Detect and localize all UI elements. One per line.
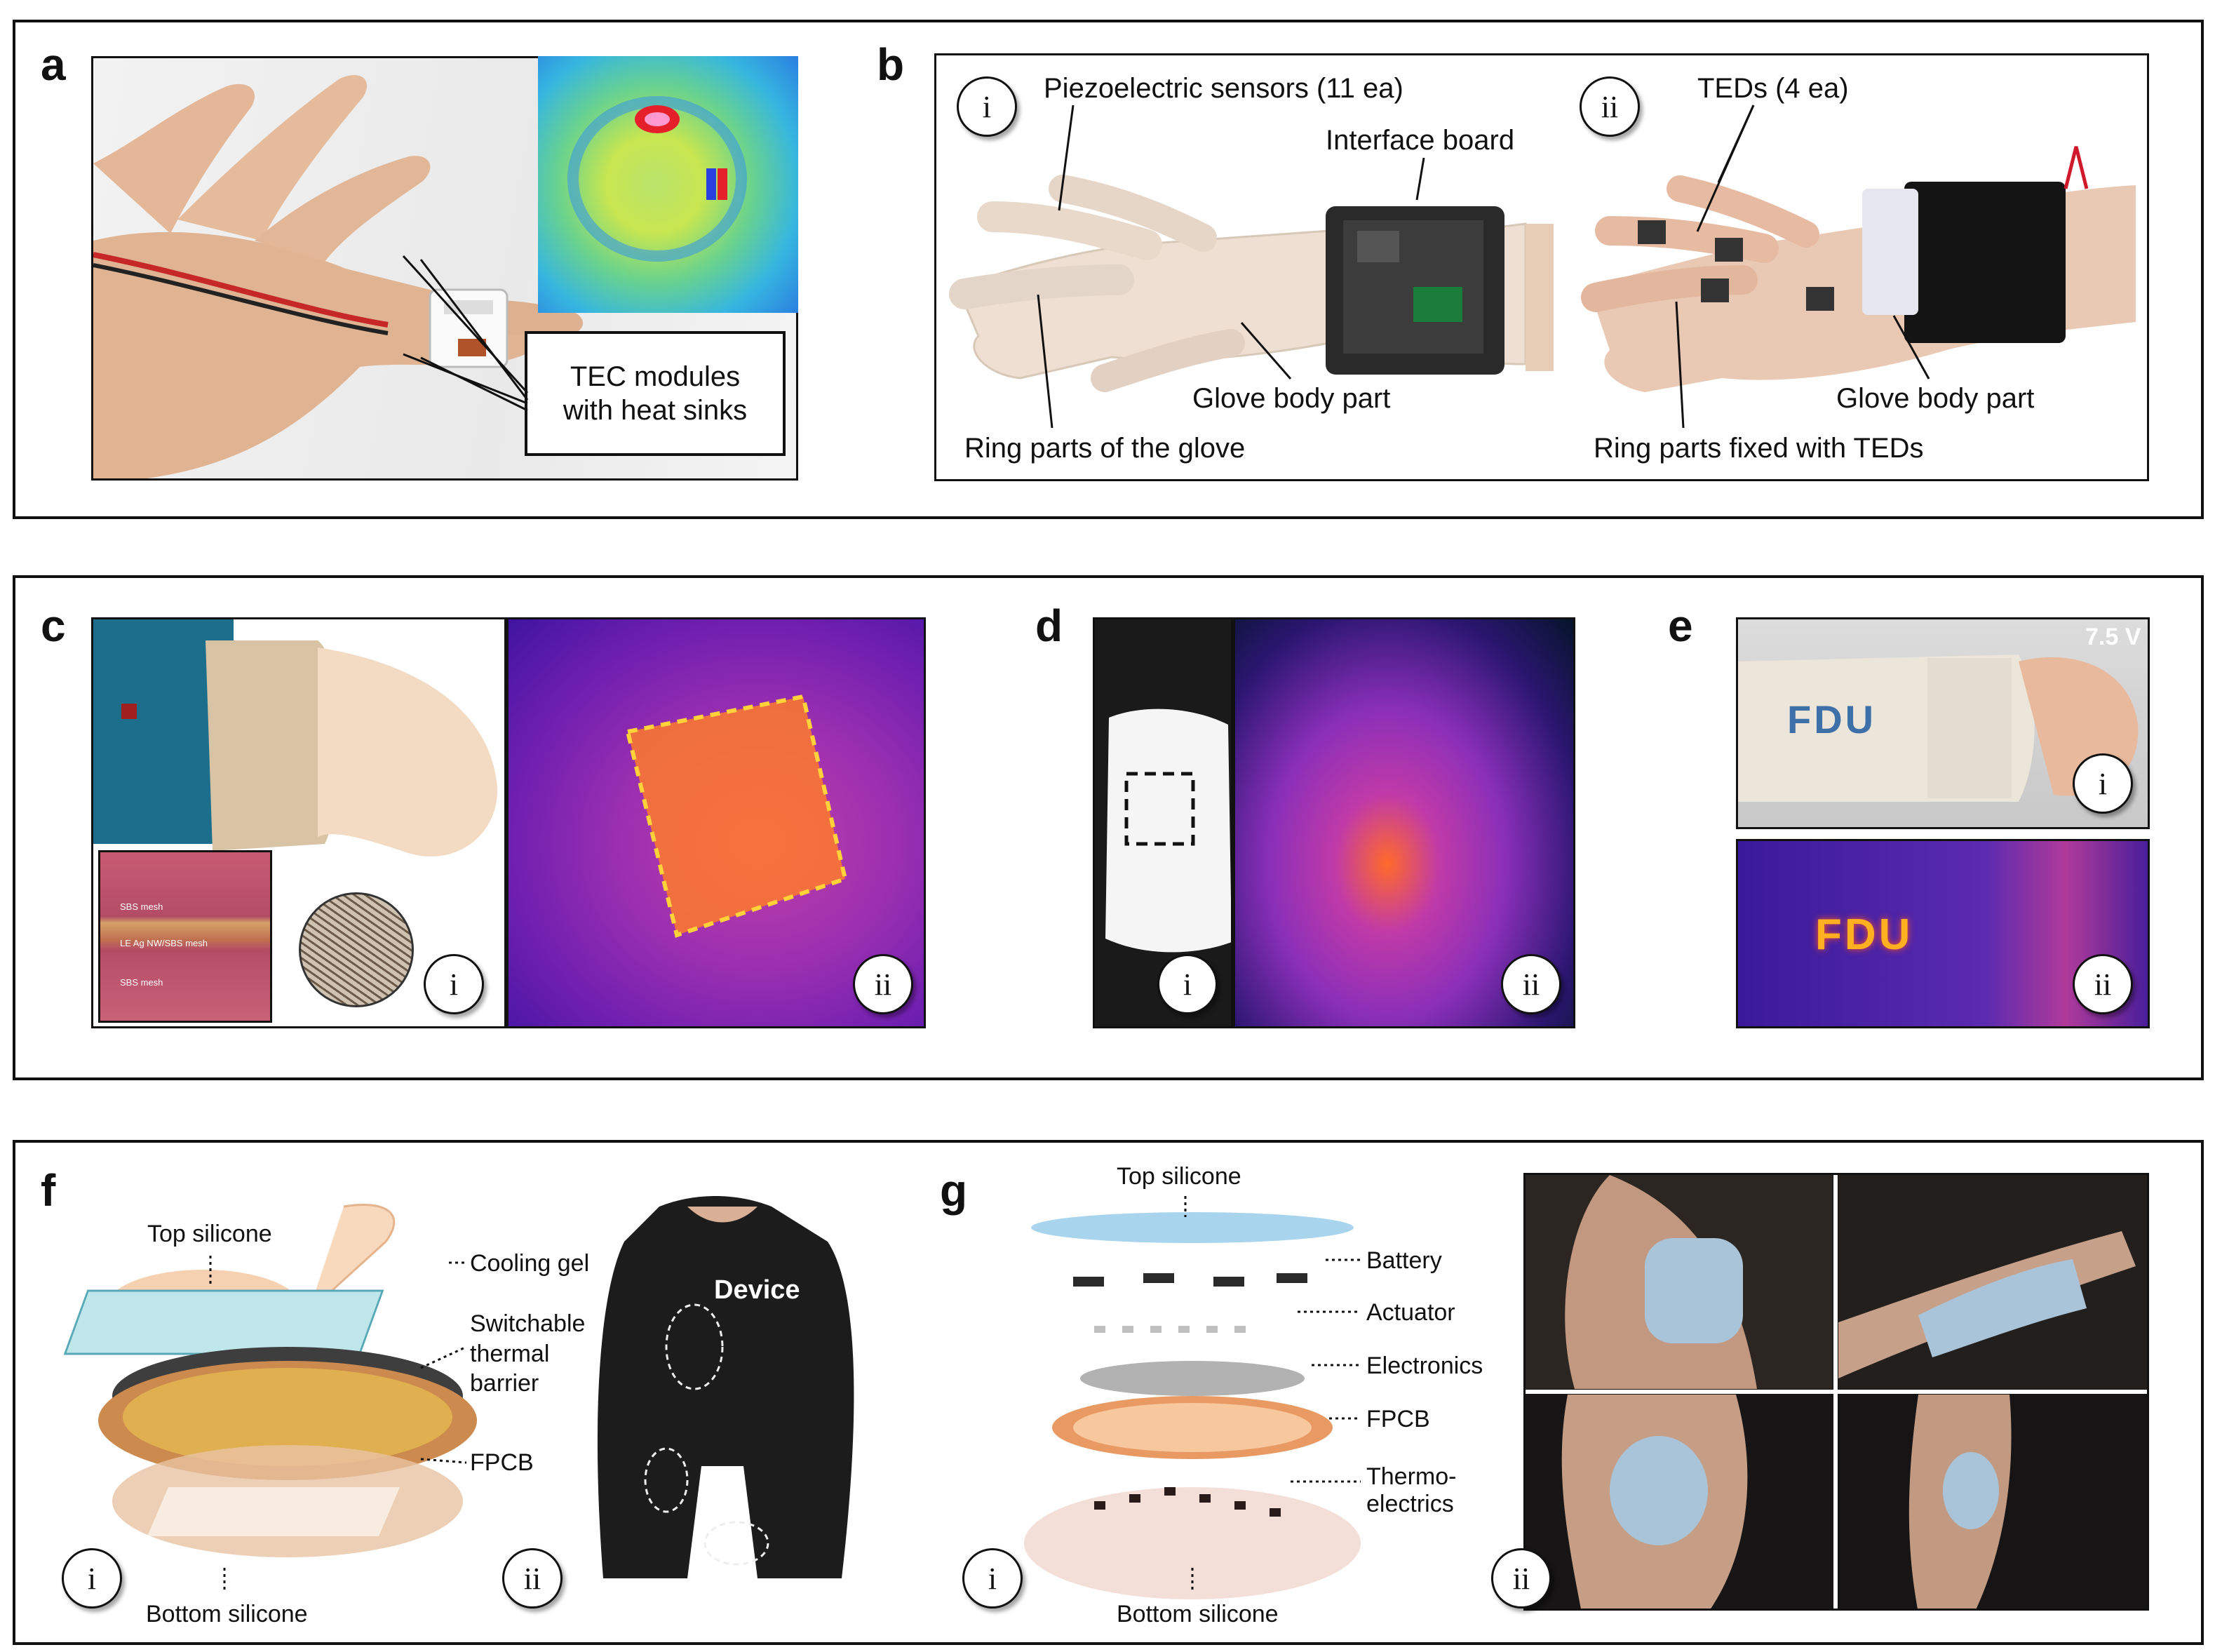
panel-b-numeral-i: i — [957, 76, 1017, 137]
label-glove-body-part-i: Glove body part — [1192, 383, 1391, 414]
panel-g-exploded-stack — [1024, 1212, 1361, 1599]
panel-b-numeral-ii: ii — [1580, 76, 1640, 137]
inset-label-sbs-mesh-top: SBS mesh — [120, 901, 163, 912]
panel-g-numeral-i: i — [962, 1548, 1023, 1609]
panel-e-numeral-i: i — [2073, 753, 2133, 814]
panel-letter-g: g — [940, 1165, 968, 1216]
label-device: Device — [714, 1275, 800, 1305]
panel-b-gloves — [949, 146, 2136, 392]
label-interface-board: Interface board — [1326, 125, 1515, 156]
sleeve-text-fdu: FDU — [1787, 697, 1877, 741]
label-switchable-thermal-barrier: Switchable thermal barrier — [470, 1310, 586, 1397]
tec-modules-callout: TEC modules with heat sinks — [525, 331, 786, 456]
label-actuator: Actuator — [1366, 1299, 1455, 1326]
panel-b-leader-lines — [1037, 105, 1930, 429]
panel-g-numeral-ii: ii — [1491, 1548, 1551, 1609]
label-thermoelectrics: Thermo- electrics — [1366, 1463, 1457, 1518]
thermal-mesh-pattern — [625, 694, 848, 938]
panel-b-frame — [934, 53, 2149, 481]
label-electronics: Electronics — [1366, 1352, 1483, 1379]
inset-label-le-ag-nw: LE Ag NW/SBS mesh — [120, 938, 208, 948]
panel-d-numeral-ii: ii — [1501, 954, 1561, 1014]
label-battery: Battery — [1366, 1247, 1442, 1274]
panel-a-thermal-inset — [538, 56, 798, 313]
panel-c-thermal-ii — [506, 617, 926, 1028]
wrist-with-heater-mesh — [93, 619, 498, 857]
panel-g-photo-grid — [1523, 1173, 2149, 1611]
nanowire-zoom-circle — [299, 892, 414, 1007]
label-glove-body-part-ii: Glove body part — [1836, 383, 2035, 414]
voltage-label: 7.5 V — [2085, 624, 2141, 650]
label-bottom-silicone-g: Bottom silicone — [1117, 1601, 1279, 1627]
shirt-with-devices — [597, 1196, 854, 1578]
panel-a-leader-lines — [402, 255, 529, 412]
panel-e-numeral-ii: ii — [2073, 954, 2133, 1014]
label-top-silicone-g: Top silicone — [1117, 1163, 1241, 1190]
panel-d-numeral-i: i — [1157, 954, 1218, 1014]
label-top-silicone-f: Top silicone — [147, 1221, 272, 1247]
panel-g-dotted-leaders — [209, 1196, 1361, 1592]
panel-letter-e: e — [1668, 600, 1693, 651]
thermal-hotspots — [567, 96, 747, 262]
panel-letter-f: f — [41, 1165, 56, 1216]
label-ring-parts-ii: Ring parts fixed with TEDs — [1594, 433, 1924, 464]
label-ring-parts-i: Ring parts of the glove — [964, 433, 1246, 464]
panel-letter-a: a — [41, 39, 66, 90]
limb-mounted-devices — [1526, 1175, 2147, 1609]
panel-c-cross-section-inset: SBS mesh LE Ag NW/SBS mesh SBS mesh — [98, 850, 272, 1023]
label-fpcb-g: FPCB — [1366, 1406, 1430, 1432]
panel-letter-d: d — [1035, 600, 1063, 651]
panel-c-numeral-i: i — [424, 954, 484, 1014]
cooling-gel-grid — [63, 1289, 384, 1355]
panel-f-numeral-ii: ii — [502, 1548, 563, 1609]
panel-f-exploded-stack — [63, 1203, 477, 1557]
label-piezoelectric-sensors: Piezoelectric sensors (11 ea) — [1044, 73, 1403, 104]
knee-sleeve — [1105, 709, 1231, 953]
label-teds: TEDs (4 ea) — [1697, 73, 1849, 104]
panel-c-numeral-ii: ii — [853, 954, 913, 1014]
thermal-text-fdu: FDU — [1815, 911, 1913, 959]
panel-letter-c: c — [41, 600, 66, 651]
label-fpcb-f: FPCB — [470, 1449, 534, 1476]
panel-d-photo-i — [1093, 617, 1233, 1028]
label-cooling-gel: Cooling gel — [470, 1250, 590, 1277]
panel-f-numeral-i: i — [62, 1548, 122, 1609]
panel-letter-b: b — [877, 39, 905, 90]
inset-label-sbs-mesh-bottom: SBS mesh — [120, 977, 163, 988]
label-bottom-silicone-f: Bottom silicone — [146, 1601, 308, 1627]
